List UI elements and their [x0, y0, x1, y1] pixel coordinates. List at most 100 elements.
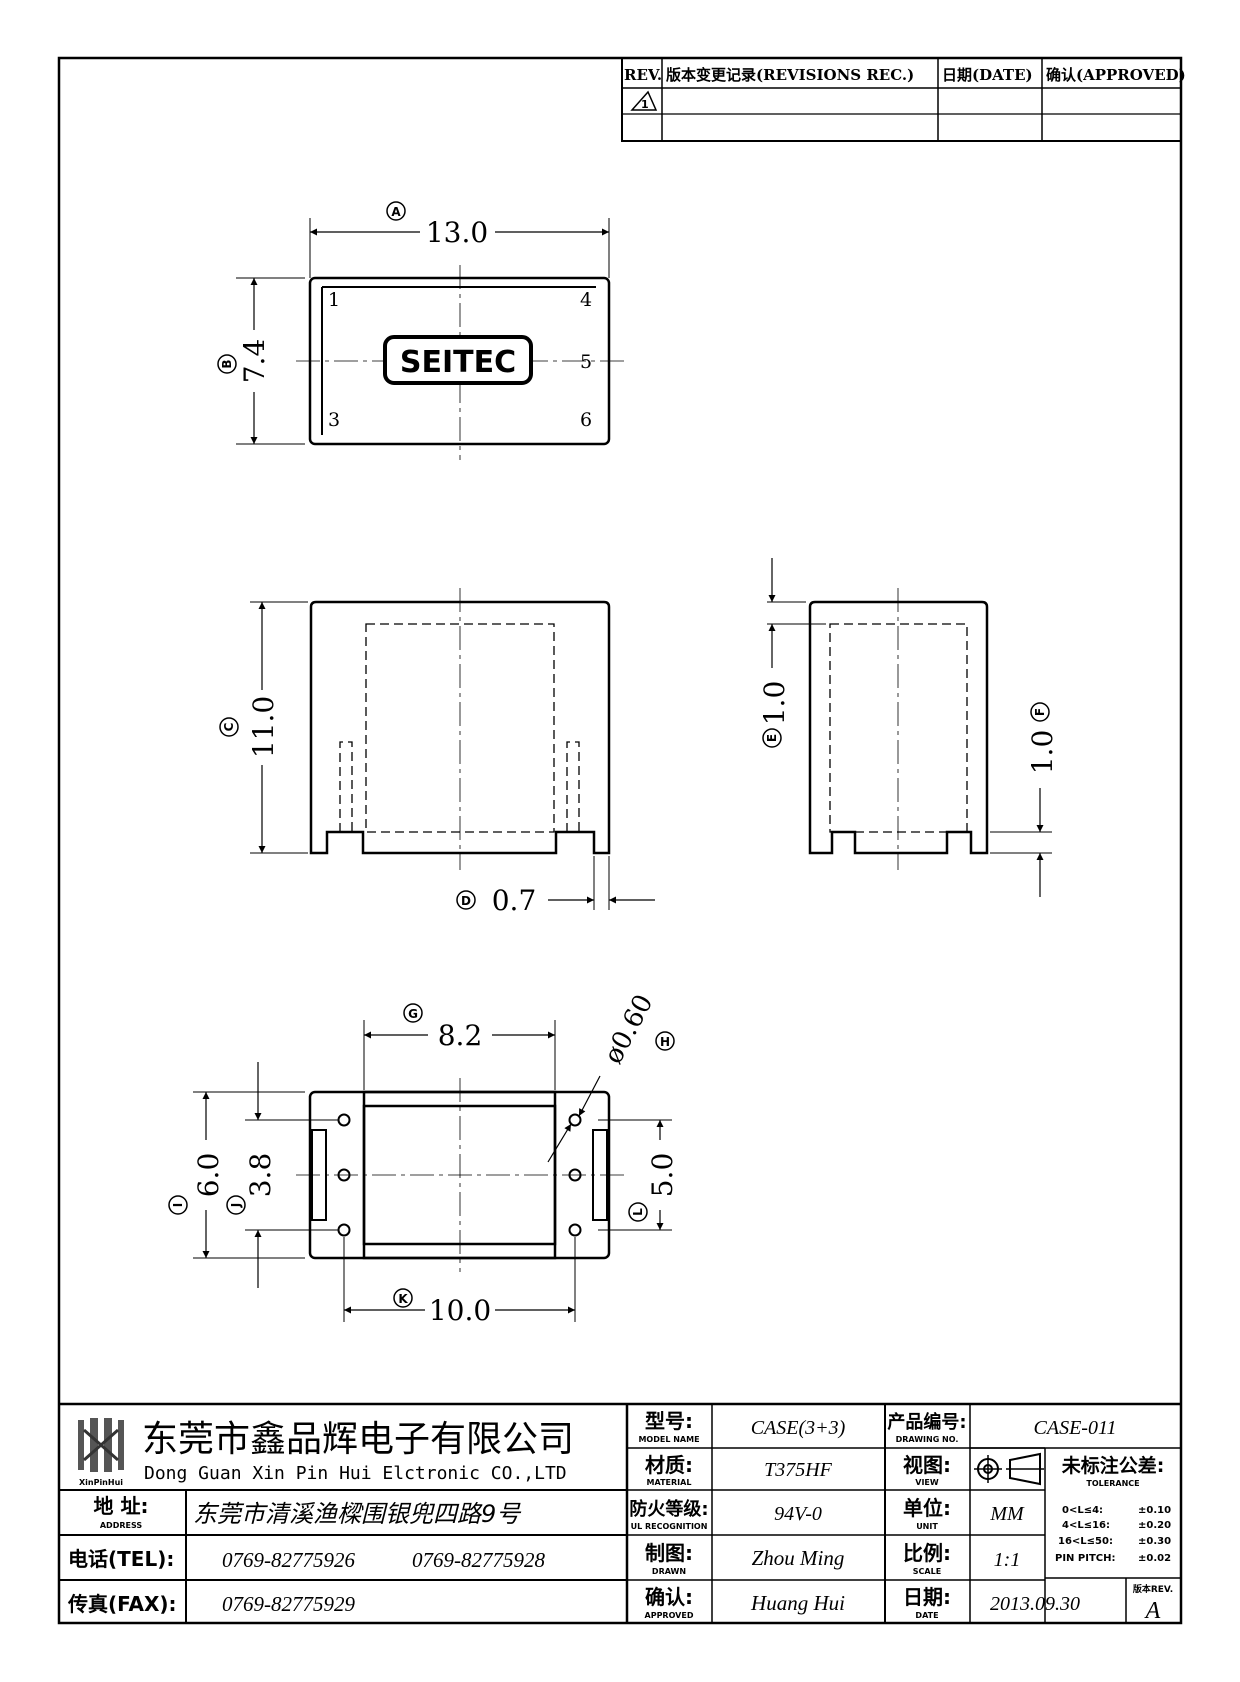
view-label-en: VIEW — [915, 1478, 939, 1487]
svg-text:G: G — [408, 1007, 418, 1021]
company-logo-icon — [78, 1418, 124, 1472]
ul-label: 防火等级: — [629, 1498, 708, 1520]
company-name-cn: 东莞市鑫品辉电子有限公司 — [142, 1419, 574, 1460]
material-label: 材质: — [645, 1453, 693, 1477]
dim-b-marker: B — [217, 354, 237, 374]
approved-label: 确认: — [645, 1585, 693, 1609]
dim-g-value: 8.2 — [438, 1019, 483, 1052]
svg-text:A: A — [391, 205, 401, 219]
date-label-en: DATE — [915, 1611, 938, 1620]
seitec-logo — [383, 335, 533, 385]
tolerance-range: PIN PITCH: — [1055, 1553, 1115, 1564]
rev-column-header: REV. — [624, 66, 662, 84]
svg-text:1: 1 — [641, 98, 649, 111]
revisions-column-header: 版本变更记录(REVISIONS REC.) — [666, 66, 914, 84]
tolerance-value: ±0.10 — [1138, 1505, 1171, 1516]
top-view: 13.0 A 7.4 B SEITEC 1 4 5 3 6 — [217, 201, 625, 460]
model-label-en: MODEL NAME — [638, 1435, 699, 1444]
approved-value: Huang Hui — [750, 1591, 845, 1615]
dim-c-value: 11.0 — [247, 696, 280, 758]
dim-f-value: 1.0 — [1026, 730, 1059, 775]
title-block: XinPinHui 东莞市鑫品辉电子有限公司 Dong Guan Xin Pin… — [59, 1402, 1181, 1624]
bottom-view: 8.2 G ø0.60 H 6.0 I 3.8 J — [168, 990, 679, 1327]
dim-i-value: 6.0 — [192, 1153, 225, 1198]
dim-d-value: 0.7 — [492, 884, 537, 917]
dim-i-marker: I — [168, 1195, 188, 1215]
dim-h-value: ø0.60 — [598, 990, 659, 1069]
tel-value-1: 0769-82775926 — [222, 1548, 355, 1572]
ul-label-en: UL RECOGNITION — [631, 1522, 708, 1531]
svg-text:C: C — [222, 722, 236, 731]
fax-value: 0769-82775929 — [222, 1592, 355, 1616]
pin-1-label: 1 — [328, 289, 340, 311]
dim-j-value: 3.8 — [244, 1153, 277, 1198]
date-label: 日期: — [903, 1585, 951, 1609]
ul-value: 94V-0 — [774, 1503, 822, 1525]
sheet-border — [57, 56, 1183, 1625]
company-name-en: Dong Guan Xin Pin Hui Elctronic CO.,LTD — [144, 1463, 567, 1484]
dim-l-marker: L — [628, 1202, 648, 1222]
revision-triangle-icon: 1 — [630, 90, 658, 111]
dim-l-value: 5.0 — [646, 1153, 679, 1198]
tolerance-value: ±0.02 — [1138, 1553, 1171, 1564]
pin-3-label: 3 — [328, 409, 340, 431]
seitec-logo-text: SEITEC — [400, 345, 516, 380]
material-value: T375HF — [764, 1459, 833, 1481]
dim-e-value: 1.0 — [758, 681, 791, 726]
revision-table: REV. 版本变更记录(REVISIONS REC.) 日期(DATE) 确认(… — [621, 57, 1186, 142]
pin-hole — [337, 1113, 351, 1127]
date-value: 2013.09.30 — [990, 1593, 1080, 1615]
drawn-label-en: DRAWN — [652, 1567, 686, 1576]
unit-label-en: UNIT — [916, 1522, 938, 1531]
address-label-en: ADDRESS — [100, 1521, 143, 1530]
date-column-header: 日期(DATE) — [942, 66, 1033, 84]
pin-4-label: 4 — [580, 289, 592, 311]
pin-hole — [568, 1113, 582, 1127]
approved-label-en: APPROVED — [645, 1611, 694, 1620]
tolerance-value: ±0.20 — [1138, 1520, 1171, 1531]
rev-label: 版本REV. — [1132, 1583, 1173, 1595]
tel-value-2: 0769-82775928 — [412, 1548, 545, 1572]
scale-label: 比例: — [903, 1541, 951, 1565]
model-label: 型号: — [645, 1409, 693, 1433]
tolerance-range: 4<L≤16: — [1062, 1520, 1110, 1531]
dim-e-marker: E — [762, 728, 782, 748]
scale-value: 1:1 — [994, 1549, 1021, 1571]
side-view: 1.0 E 1.0 F — [758, 558, 1059, 897]
projection-symbol-icon — [974, 1452, 1044, 1486]
tolerance-label-en: TOLERANCE — [1086, 1479, 1139, 1488]
tolerance-label: 未标注公差: — [1061, 1454, 1165, 1477]
svg-text:H: H — [660, 1035, 670, 1049]
pin-5-label: 5 — [580, 351, 592, 373]
svg-text:I: I — [171, 1203, 185, 1207]
logo-caption: XinPinHui — [79, 1478, 123, 1487]
svg-text:E: E — [765, 734, 779, 742]
svg-text:L: L — [631, 1208, 645, 1216]
drawing-no-value: CASE-011 — [1034, 1417, 1117, 1439]
dim-a-value: 13.0 — [426, 216, 488, 249]
svg-text:K: K — [398, 1292, 408, 1306]
unit-label: 单位: — [903, 1496, 951, 1520]
dim-f-marker: F — [1030, 702, 1050, 722]
drawn-label: 制图: — [645, 1541, 693, 1565]
dim-g-marker: G — [403, 1003, 423, 1023]
drawing-no-label-en: DRAWING NO. — [896, 1435, 959, 1444]
address-label: 地 址: — [94, 1494, 149, 1518]
material-label-en: MATERIAL — [647, 1478, 692, 1487]
tolerance-range: 16<L≤50: — [1058, 1536, 1113, 1547]
dim-b-value: 7.4 — [238, 339, 271, 384]
address-value: 东莞市清溪渔樑围银兜四路9号 — [193, 1500, 522, 1528]
approved-column-header: 确认(APPROVED) — [1046, 66, 1186, 84]
dim-k-marker: K — [393, 1288, 413, 1308]
tel-label: 电话(TEL): — [68, 1547, 174, 1571]
drawn-value: Zhou Ming — [752, 1546, 845, 1570]
svg-text:B: B — [220, 359, 234, 368]
rev-value: A — [1144, 1598, 1161, 1624]
pin-hole — [568, 1223, 582, 1237]
dim-a-marker: A — [386, 201, 406, 221]
svg-text:F: F — [1033, 708, 1047, 716]
pin-hole — [337, 1223, 351, 1237]
dim-d-marker: D — [456, 890, 476, 910]
pin-6-label: 6 — [580, 409, 592, 431]
